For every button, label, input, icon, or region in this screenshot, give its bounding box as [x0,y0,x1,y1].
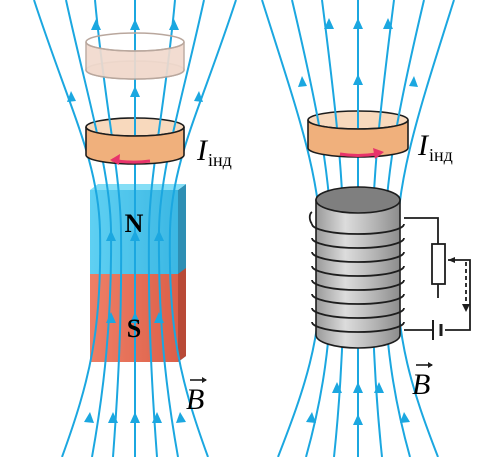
north-pole-label: N [125,209,144,238]
south-pole-label: S [127,314,141,343]
right-panel: Iінд B [261,0,471,457]
field-line [33,0,102,457]
field-line [94,0,123,457]
circuit [404,217,471,331]
solenoid [308,186,405,349]
field-arrow [332,382,342,393]
vector-arrowhead-left [202,377,207,383]
slider-move-arrow [462,304,470,312]
field-line [168,0,237,457]
winding [311,237,405,249]
ring-faded [85,32,185,80]
field-arrow [152,412,162,423]
magnet-top [90,184,186,190]
rheostat-slider-arrow [448,257,455,263]
field-arrow [353,18,363,29]
field-line [147,0,176,457]
field-arrow [91,19,101,30]
left-panel: N S Iінд B [33,0,237,457]
solenoid-core [315,199,401,349]
winding [311,307,405,319]
field-vector-label-right: B [412,368,430,401]
wire-bottom-right [445,259,471,331]
induced-current-label-right: Iінд [417,129,453,165]
winding [311,321,405,333]
induction-ring-left [85,126,185,165]
field-arrow [306,412,316,423]
field-arrow [130,312,140,323]
winding-ends [308,211,313,225]
induced-current-label-left: Iінд [196,134,232,170]
field-arrow [106,230,116,241]
winding [311,293,405,305]
right-field-arrows [298,18,418,425]
field-arrow [383,18,393,29]
field-arrow [298,76,307,87]
field-arrow [154,230,164,241]
battery [432,320,443,340]
field-arrow [353,382,363,393]
current-arrowhead-left [110,154,120,165]
field-arrow [374,382,384,393]
field-arrow [353,414,363,425]
field-arrow [154,312,164,323]
field-arrow [409,76,418,87]
field-arrow [108,412,118,423]
winding [311,251,405,263]
field-arrow [130,86,140,97]
solenoid-windings [311,223,405,333]
field-line [261,0,324,457]
field-arrow [176,412,186,423]
field-arrow [324,18,334,29]
field-arrow [169,19,179,30]
field-arrow [84,412,94,423]
field-vector-label-left: B [186,383,204,416]
winding [311,223,405,235]
current-arrowhead-right [373,148,384,159]
field-arrow [130,19,140,30]
field-arrow [353,74,363,85]
winding [311,279,405,291]
field-arrow [130,230,140,241]
winding [311,265,405,277]
vector-arrowhead-right [428,362,433,368]
field-arrow [67,91,76,102]
field-arrow [400,412,410,423]
field-arrow [194,91,203,102]
field-arrow [106,312,116,323]
left-field-arrows [67,19,203,423]
wire-top [404,217,439,244]
magnet-side-south [178,268,186,362]
current-arrow-right [339,152,377,157]
solenoid-top [315,186,401,214]
induction-ring-right [307,119,409,159]
rheostat [431,243,446,285]
field-arrow [130,412,140,423]
winding-end [308,211,313,225]
